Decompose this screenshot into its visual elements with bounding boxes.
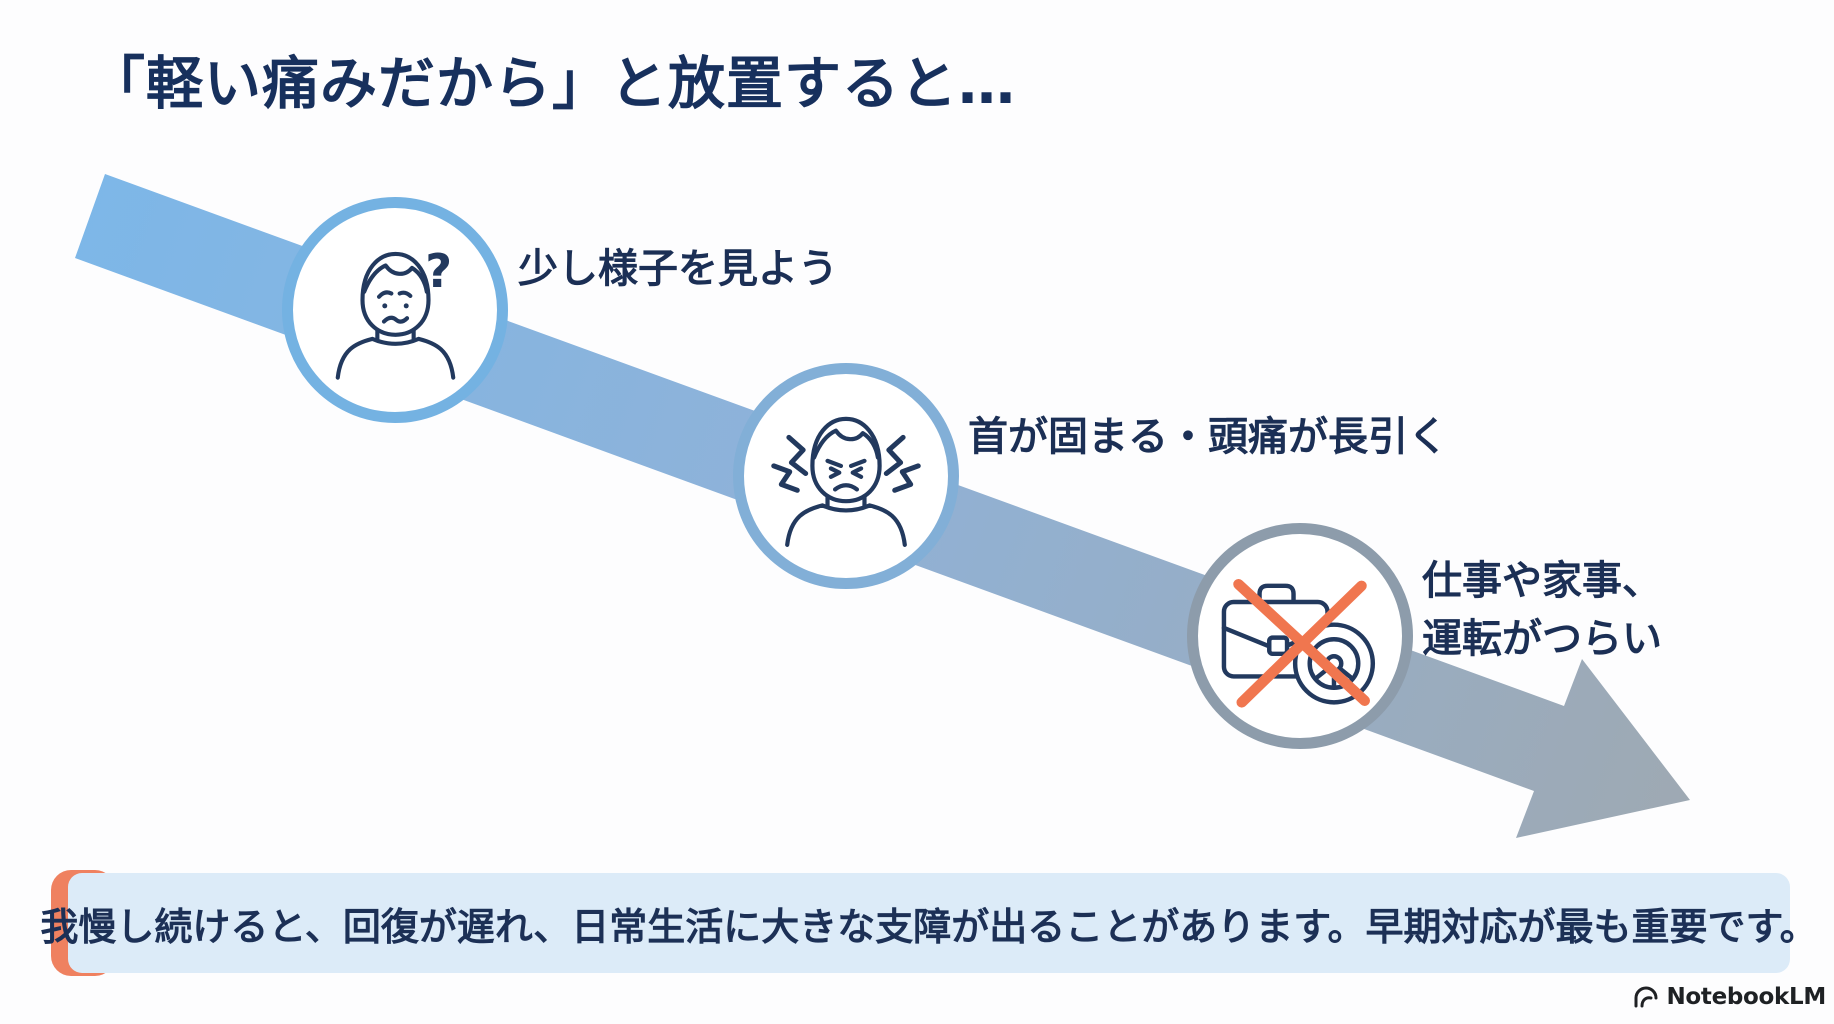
stage2-circle [733,363,959,589]
callout-text: 我慢し続けると、回復が遅れ、日常生活に大きな支障が出ることがあります。早期対応が… [40,904,1818,949]
stage3-label: 仕事や家事、 運転がつらい [1422,552,1662,668]
worried-person-question-icon: ? [335,244,455,380]
stage2-label: 首が固まる・頭痛が長引く [968,414,1448,460]
question-mark: ? [425,244,452,298]
pain-flash-icon [771,434,921,493]
callout-box: 我慢し続けると、回復が遅れ、日常生活に大きな支障が出ることがあります。早期対応が… [40,873,1818,973]
cross-out-icon [1233,578,1370,708]
brand-footer: NotebookLM [1633,984,1826,1010]
briefcase-steering-wheel-crossed-icon [1221,578,1376,708]
page-title: 「軽い痛みだから」と放置すると… [88,51,1016,117]
stage3-label-line1: 仕事や家事、 [1422,558,1662,604]
notebooklm-logo-icon [1634,986,1658,1008]
summary-callout: 我慢し続けると、回復が遅れ、日常生活に大きな支障が出ることがあります。早期対応が… [40,870,1818,976]
stage1-label: 少し様子を見よう [518,246,838,292]
headache-pain-person-icon [771,416,921,547]
steering-wheel-icon [1292,622,1376,705]
stage3-label-line2: 運転がつらい [1422,616,1662,662]
brand-name: NotebookLM [1666,984,1826,1010]
stage3-circle [1187,523,1413,749]
stage1-circle: ? [282,197,508,423]
